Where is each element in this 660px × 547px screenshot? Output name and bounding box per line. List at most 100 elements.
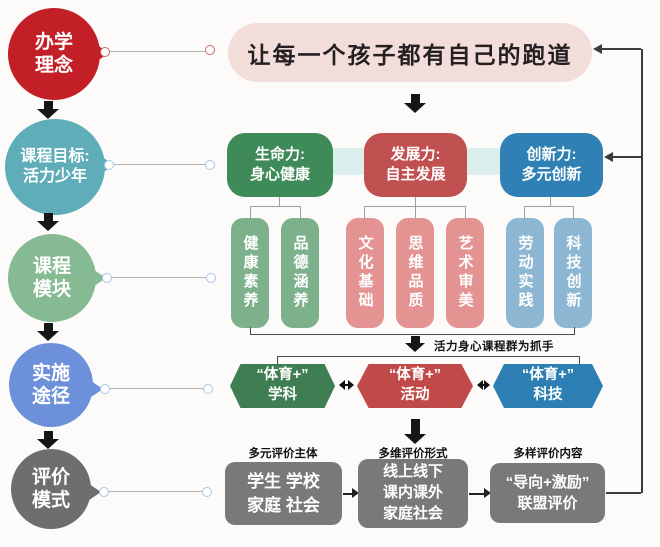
flow-arrow-line [469,493,484,495]
connector-endpoint [203,384,213,394]
bracket-line [250,334,575,336]
module-cultural-foundation: 文化基础 [346,218,384,328]
module-label: 健康素养 [241,235,259,311]
connector-endpoint [206,273,216,283]
tree-connector [299,206,301,218]
rail-node-label: 办学 [34,31,73,53]
vision-text: 让每一个孩子都有自己的跑道 [247,41,573,68]
tree-connector [524,205,573,207]
pathway-label: 学科 [268,387,297,403]
down-arrow-icon [36,431,60,449]
pathway-sports-technology: “体育+” 科技 [493,364,603,408]
evaluation-caption-content: 多样评价内容 [513,448,583,460]
evaluation-line: 联盟评价 [517,495,578,512]
down-arrow-icon [403,94,427,113]
module-tech-innovation: 科技创新 [554,218,592,328]
pathway-label: 活动 [400,387,430,403]
down-arrow-icon [403,336,427,352]
rail-node-label: 课程目标: [20,148,90,166]
connector-line [113,164,206,165]
bracket-tick [277,356,279,364]
evaluation-line: 线上线下 [382,463,443,481]
module-label: 思维品质 [406,235,424,311]
rail-node-school-philosophy: 办学 理念 [8,8,100,100]
evaluation-line: 家庭 社会 [247,495,320,515]
bracket-line [277,356,580,358]
module-health-literacy: 健康素养 [231,218,269,328]
pathway-sports-subject: “体育+” 学科 [230,364,335,408]
right-arrow-icon [352,488,364,498]
rail-node-label: 模式 [31,490,70,511]
connector-endpoint [100,47,110,57]
tree-connector [364,206,366,218]
double-arrow-icon [339,380,354,390]
goal-label: 创新力: [526,145,577,163]
rail-node-curriculum-goal: 课程目标: 活力少年 [5,119,105,215]
module-label: 品德涵养 [291,235,309,311]
vision-statement: 让每一个孩子都有自己的跑道 [228,23,592,82]
feedback-line-mid [608,156,641,158]
feedback-line-bottom [606,492,641,494]
double-arrow-icon [477,380,490,390]
rail-node-label: 课程 [32,255,71,277]
tree-connector [550,197,552,206]
rail-node-label: 实施 [31,362,70,384]
module-art-aesthetics: 艺术审美 [446,218,484,328]
rail-node-label: 理念 [34,55,73,76]
evaluation-box-forms: 线上线下 课内课外 家庭社会 [358,459,468,528]
tree-connector [524,206,526,218]
pathway-sports-activity: “体育+” 活动 [357,364,473,408]
tree-connector [250,206,252,218]
down-arrow-icon [403,419,427,444]
goal-label: 发展力: [390,145,441,163]
pathway-label: “体育+” [389,367,441,384]
rail-node-implementation-path: 实施 途径 [9,343,93,427]
module-moral-cultivation: 品德涵养 [281,218,319,328]
bracket-tick [579,356,581,364]
evaluation-caption-forms: 多维评价形式 [378,448,448,460]
course-group-note: 活力身心课程群为抓手 [434,341,554,353]
pathway-label: “体育+” [522,367,574,384]
rail-node-evaluation-mode: 评价 模式 [11,449,91,529]
tree-connector [465,206,467,218]
left-arrow-icon [599,152,613,162]
connector-endpoint [104,160,114,170]
evaluation-line: 家庭社会 [382,504,443,522]
rail-node-label: 评价 [31,466,70,488]
down-arrow-icon [36,101,60,119]
connector-endpoint [205,45,215,55]
tree-connector [250,205,300,207]
connector-endpoint [202,487,212,497]
bracket-tick [250,327,252,334]
tree-connector [415,206,417,218]
module-label: 科技创新 [564,235,582,311]
evaluation-caption-subjects: 多元评价主体 [248,448,318,460]
tree-connector [573,206,575,218]
connector-line [109,388,204,389]
down-arrow-icon [36,323,60,341]
evaluation-box-subjects: 学生 学校 家庭 社会 [225,462,342,525]
module-labor-practice: 劳动实践 [506,218,544,328]
feedback-line-vertical [641,49,643,493]
evaluation-line: 学生 学校 [247,471,320,491]
rail-node-label: 途径 [31,386,70,407]
connector-line [110,51,205,52]
goal-development: 发展力: 自主发展 [364,133,467,197]
module-thinking-quality: 思维品质 [396,218,434,328]
down-arrow-icon [36,213,60,231]
bracket-tick [574,327,576,334]
connector-endpoint [100,384,110,394]
connector-endpoint [99,487,109,497]
rail-node-curriculum-modules: 课程 模块 [8,234,96,322]
rail-node-label: 模块 [32,279,71,300]
goal-label: 自主发展 [385,166,446,183]
connector-endpoint [102,273,112,283]
module-label: 艺术审美 [456,235,474,311]
goal-label: 身心健康 [249,166,310,183]
module-label: 文化基础 [356,235,374,311]
left-arrow-icon [588,44,602,54]
evaluation-line: “导向+激励” [505,474,590,491]
goal-innovation: 创新力: 多元创新 [500,133,603,197]
evaluation-box-content: “导向+激励” 联盟评价 [490,463,605,523]
